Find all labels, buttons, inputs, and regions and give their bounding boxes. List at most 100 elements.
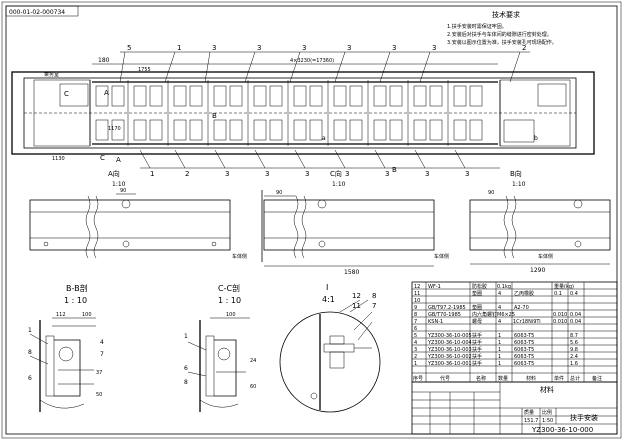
callout-top-1: 5 [127, 44, 131, 52]
bom-r5-total: 0.04 [570, 319, 581, 325]
cc-label-1: 1 [184, 333, 188, 340]
bom-r11-code: YZ300-36-10-001 [427, 361, 472, 367]
bom-r1-unit: 0.1 [554, 291, 562, 297]
ref-C-2: C [100, 154, 105, 162]
title-block [411, 381, 618, 435]
callout-bot-8: 3 [425, 170, 429, 178]
bom-r0-name: 防松胶 [472, 283, 487, 290]
callout-top-8: 3 [432, 44, 436, 52]
bottom-callouts [139, 149, 500, 169]
callout-bot-2: 2 [185, 170, 189, 178]
callout-bot-3: 3 [225, 170, 229, 178]
callout-top-4: 3 [257, 44, 261, 52]
detail-label-11: 11 [352, 302, 361, 310]
bom-r11-mat: 6063-T5 [514, 361, 534, 367]
bom-r10-no: 2 [414, 354, 417, 360]
bom-r4-code: GB/T70-1985 [428, 312, 461, 318]
detail-title: I [326, 283, 328, 292]
callout-top-3: 3 [212, 44, 216, 52]
ref-B-1: B [212, 112, 217, 120]
section-bb-title: B-B剖 [66, 283, 88, 293]
bb-label-8: 8 [28, 349, 32, 356]
tb-scale-caption: 比例 [542, 409, 552, 416]
bom-r7-total: 8.7 [570, 333, 578, 339]
ref-a: a [322, 135, 326, 142]
bom-r2-no: 10 [414, 298, 420, 304]
top-callouts [119, 51, 530, 83]
bom-r9-name: 扶手 [472, 346, 482, 353]
bom-r8-qty: 1 [498, 340, 501, 346]
bb-dim-112: 112 [56, 312, 66, 318]
bom-hdr-qty: 数量 [498, 375, 508, 382]
bom-r5-code: KSN-1 [428, 319, 443, 325]
dim-1755: 1755 [138, 67, 151, 73]
bom-r11-no: 1 [414, 361, 417, 367]
section-cc-scale: 1 : 10 [218, 296, 241, 305]
view-a-title: A向 [108, 169, 120, 178]
bom-r9-qty: 1 [498, 347, 501, 353]
bom-r8-mat: 6063-T5 [514, 340, 534, 346]
bom-r7-qty: 1 [498, 333, 501, 339]
bom-r0-code: WF-1 [428, 284, 441, 290]
bom-hdr-no: 序号 [413, 375, 423, 382]
bb-label-1: 1 [28, 327, 32, 334]
bom-hdr-unit: 单件 [554, 375, 564, 382]
callout-top-7: 3 [392, 44, 396, 52]
bom-r1-no: 11 [414, 291, 420, 297]
detail-label-8: 8 [372, 292, 376, 300]
bom-r11-total: 1.6 [570, 361, 578, 367]
ref-B-2: B [392, 166, 397, 174]
view-c-scale: 1:10 [332, 181, 346, 188]
notes-title: 技术要求 [492, 10, 520, 19]
bom-hdr-mat: 材料 [526, 375, 536, 382]
bom-r7-mat: 6063-T5 [514, 333, 534, 339]
bom-r4-total: 0.04 [570, 312, 581, 318]
bom-r5-qty: 4 [498, 319, 501, 325]
bom-hdr-name: 名称 [476, 375, 486, 382]
view-a-dim: 90 [120, 188, 126, 194]
callout-bot-9: 3 [465, 170, 469, 178]
bom-r4-name: 内六角螺钉 [472, 311, 497, 318]
view-c-dim: 90 [276, 190, 282, 196]
note-line-1: 1.扶手安装时需保证牢固。 [447, 23, 507, 30]
cc-label-6: 6 [184, 365, 188, 372]
bom-r5-name: 螺母 [472, 318, 482, 325]
callout-bot-5: 3 [305, 170, 309, 178]
bom-r7-name: 扶手 [472, 332, 482, 339]
bom-r1-mat: 乙丙橡胶 [514, 290, 534, 297]
ref-b: b [534, 135, 538, 142]
detail-scale: 4:1 [322, 295, 335, 304]
bom-r10-code: YZ300-36-10-002 [427, 354, 472, 360]
stamp-box [5, 5, 79, 17]
ref-C-1: C [64, 90, 69, 98]
cc-dim-24: 24 [250, 358, 256, 364]
bom-r3-no: 9 [414, 305, 417, 311]
area-label: 乘务室 [44, 71, 59, 78]
bom-r10-qty: 1 [498, 354, 501, 360]
view-c-title: C向 [330, 169, 342, 178]
bom-r5-mat: 1Cr18Ni9Ti [513, 319, 541, 325]
bom-table [411, 281, 618, 383]
view-a [29, 193, 231, 259]
bb-label-6: 6 [28, 375, 32, 382]
bom-r3-qty: 4 [498, 305, 501, 311]
view-c-overall: 1580 [344, 269, 359, 276]
bom-r5-no: 7 [414, 319, 417, 325]
bom-r1-name: 垫圈 [472, 290, 482, 297]
dim-1130: 1130 [52, 156, 65, 162]
tb-material: 材料 [540, 385, 554, 394]
bom-r4-qty: M6×25 [497, 312, 515, 318]
callout-top-5: 3 [302, 44, 306, 52]
dim-180: 180 [98, 57, 110, 64]
bom-r11-name: 扶手 [472, 360, 482, 367]
note-line-3: 3.安装以图示位置为准，扶手安装孔可现场配作。 [447, 39, 557, 46]
dim-overall: 4×3230(=17360) [290, 58, 334, 64]
view-b-dim: 90 [488, 190, 494, 196]
section-bb-scale: 1 : 10 [64, 296, 87, 305]
ref-A-top: A [104, 89, 109, 97]
callout-bot-7: 3 [385, 170, 389, 178]
bom-hdr-note: 备注 [592, 375, 602, 382]
bom-r11-qty: 1 [498, 361, 501, 367]
bom-r9-code: YZ300-36-10-003 [427, 347, 472, 353]
tb-part-name: 扶手安装 [570, 413, 598, 422]
